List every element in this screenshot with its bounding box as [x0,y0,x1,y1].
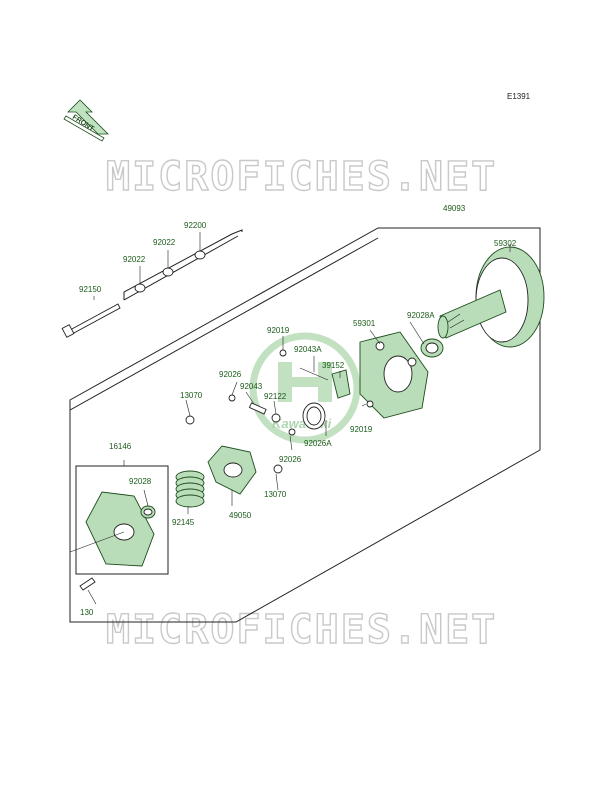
bolt-130 [79,577,96,591]
weight-39152 [331,369,351,399]
label-130: 130 [80,608,94,617]
pin-92043 [248,402,267,415]
label-92200: 92200 [184,221,207,230]
label-59301: 59301 [353,319,376,328]
leaders [69,232,511,605]
cover-16146 [85,491,155,567]
front-arrow-icon: FRONT [63,99,109,142]
roller-13070a [185,415,195,425]
label-92026-upper: 92026 [219,370,242,379]
roller-92122 [271,413,281,423]
washer-92022b [162,267,174,277]
label-92043: 92043 [240,382,263,391]
label-92019-upper: 92019 [267,326,290,335]
label-92122: 92122 [264,392,287,401]
label-49050: 49050 [229,511,252,520]
ring-92026A [302,402,326,430]
label-92028: 92028 [129,477,152,486]
spring-92145 [175,470,205,508]
label-92026-lower: 92026 [279,455,302,464]
collar-92026b [288,428,296,436]
bolt-92150 [61,303,121,338]
washer-92200 [194,250,206,260]
pin-92043A [299,367,329,381]
subassembly-box-16146 [75,465,169,575]
label-16146: 16146 [109,442,132,451]
washer-92022a [134,283,146,293]
reference-code: E1391 [507,92,531,101]
collar-92026a [228,394,236,402]
label-92022-lower: 92022 [123,255,146,264]
collar-92019a [279,349,287,357]
label-13070-lower: 13070 [264,490,287,499]
sheave-59301 [359,331,429,419]
label-39152: 39152 [322,361,345,370]
bushing-92028 [140,505,156,519]
watermark-bottom: MICROFICHES.NET [106,607,497,653]
kawasaki-logo: Kawasaki [249,332,361,444]
label-59302: 59302 [494,239,517,248]
label-92150: 92150 [79,285,102,294]
label-92028A: 92028A [407,311,435,320]
label-92022-upper: 92022 [153,238,176,247]
watermark-top: MICROFICHES.NET [106,154,497,200]
label-92043A: 92043A [294,345,322,354]
label-49093: 49093 [443,204,466,213]
collar-92019b [366,400,374,408]
washer-bracket [123,229,243,300]
label-92026A: 92026A [304,439,332,448]
bushing-92028A [420,338,444,358]
roller-13070b [273,464,283,474]
label-13070-upper: 13070 [180,391,203,400]
label-92145: 92145 [172,518,195,527]
label-92019-lower: 92019 [350,425,373,434]
sheave-59302 [437,246,545,348]
assembly-frame-inner [69,237,379,411]
spider-49050 [207,445,257,495]
